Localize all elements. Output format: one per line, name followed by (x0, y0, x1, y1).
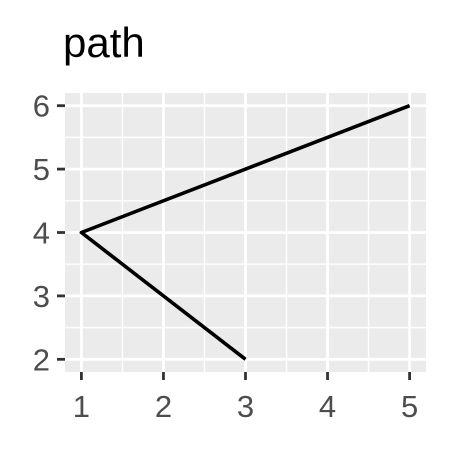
x-tick-label: 1 (73, 389, 90, 424)
series-path-line (79, 104, 411, 361)
x-tick-label: 3 (237, 389, 254, 424)
y-tick-label: 3 (33, 279, 50, 314)
x-axis: 1 2 3 4 5 (73, 372, 418, 424)
y-axis: 2 3 4 5 6 (33, 89, 65, 377)
y-tick-label: 2 (33, 342, 50, 377)
chart-title: path (63, 19, 145, 66)
major-grid (65, 93, 426, 372)
x-tick-label: 5 (401, 389, 418, 424)
y-tick-label: 6 (33, 89, 50, 124)
x-tick-label: 4 (319, 389, 336, 424)
x-tick-label: 2 (155, 389, 172, 424)
y-tick-label: 5 (33, 152, 50, 187)
y-tick-label: 4 (33, 216, 50, 251)
